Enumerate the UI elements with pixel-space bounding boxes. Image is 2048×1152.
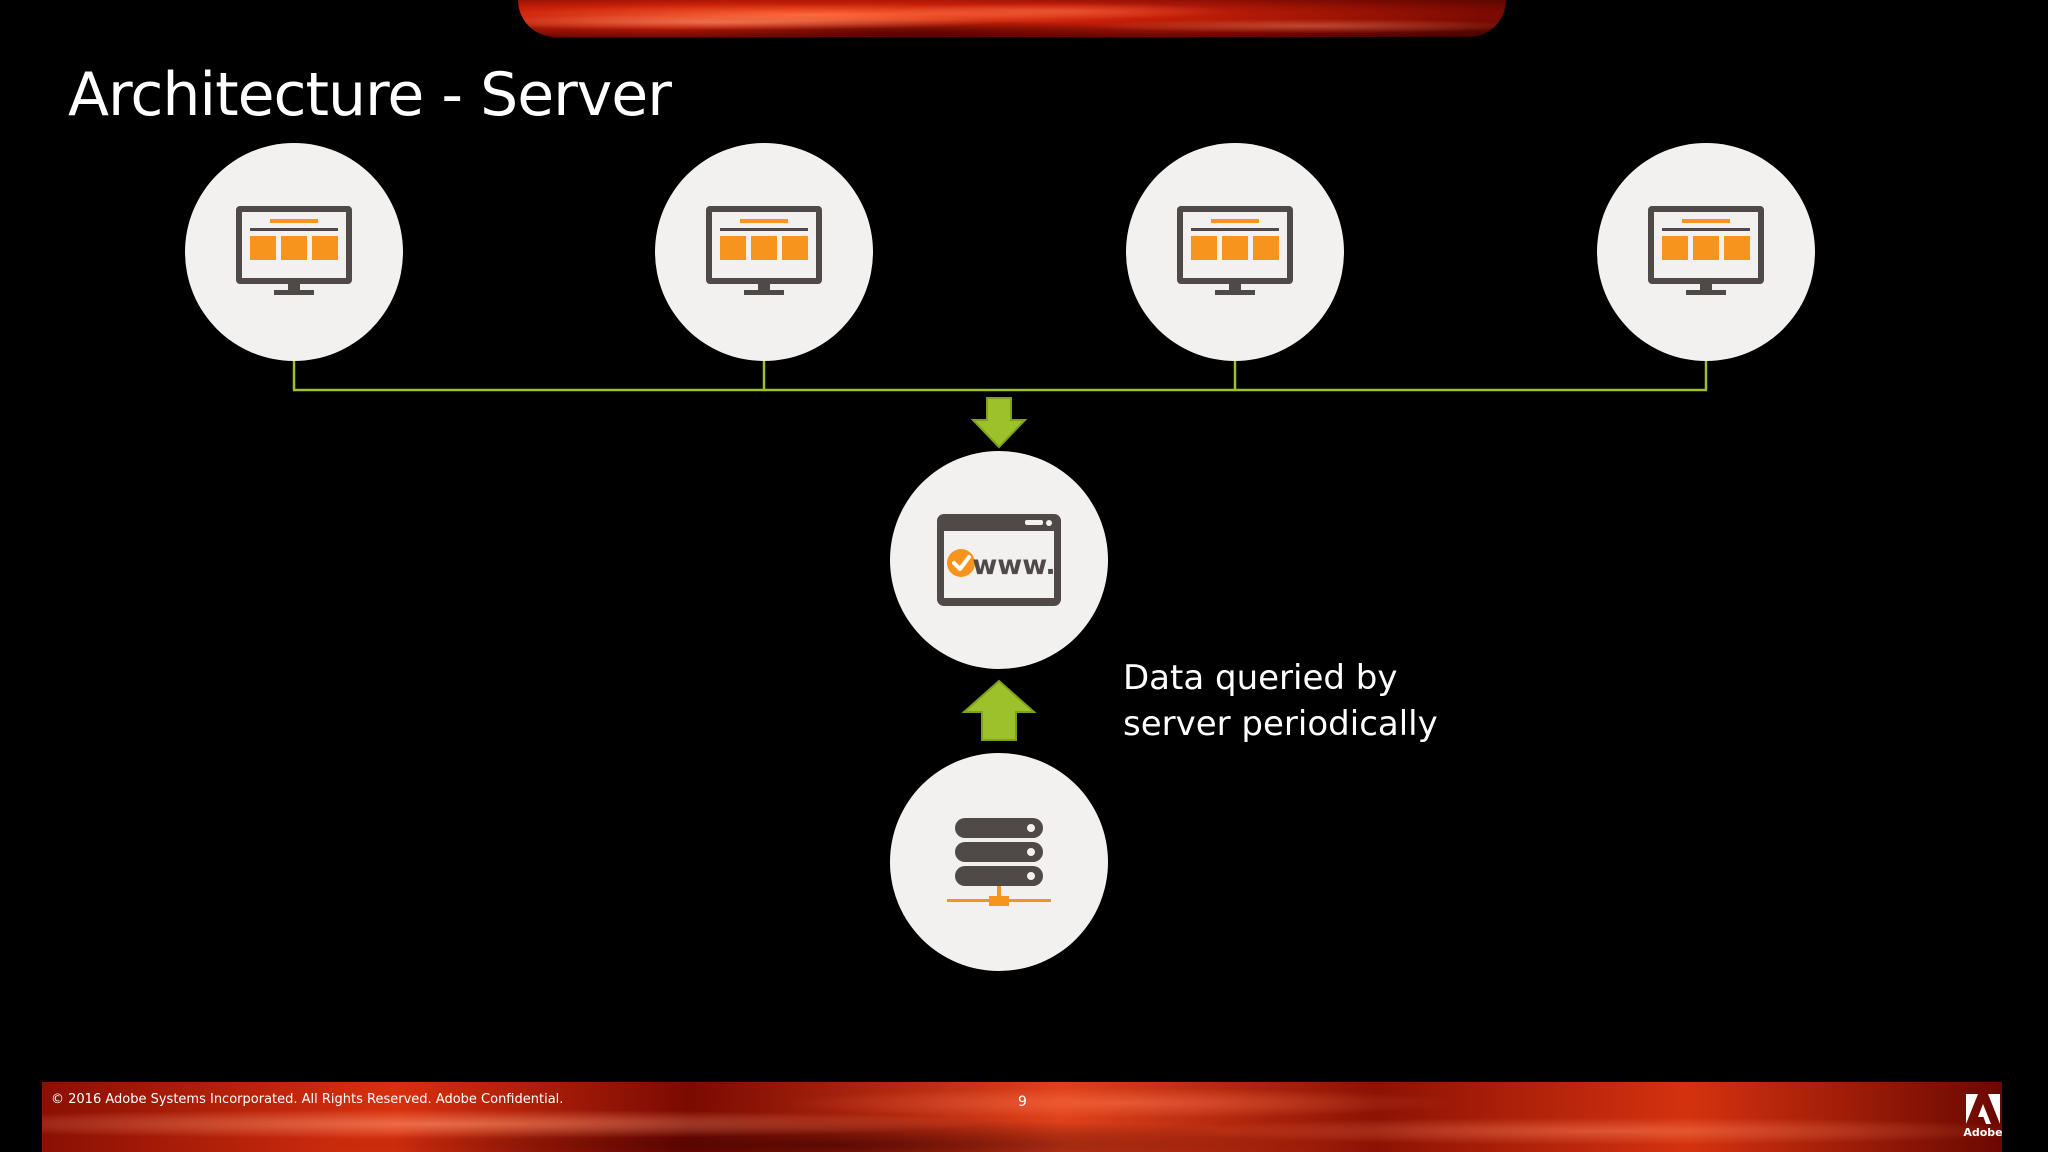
caption-line-2: server periodically xyxy=(1123,704,1438,744)
svg-text:www.: www. xyxy=(972,550,1055,581)
client-node-2 xyxy=(655,143,873,361)
page-number: 9 xyxy=(1018,1094,1027,1110)
monitor-icon xyxy=(706,206,822,295)
caption-line-1: Data queried by xyxy=(1123,658,1398,698)
decorative-top-band xyxy=(518,0,1506,37)
client-node-3 xyxy=(1126,143,1344,361)
monitor-icon xyxy=(1177,206,1293,295)
client-node-1 xyxy=(185,143,403,361)
database-server-icon xyxy=(947,818,1051,906)
client-node-4 xyxy=(1597,143,1815,361)
up-arrow-icon xyxy=(961,679,1037,741)
browser-www-icon: www. xyxy=(937,514,1061,606)
decorative-bottom-band xyxy=(42,1082,2002,1152)
adobe-logo-text: Adobe xyxy=(1963,1126,2003,1139)
monitor-icon xyxy=(1648,206,1764,295)
footer-copyright: © 2016 Adobe Systems Incorporated. All R… xyxy=(51,1092,564,1107)
client-connector-lines xyxy=(292,358,1708,392)
server-caption: Data queried by server periodically xyxy=(1123,655,1438,747)
adobe-logo-icon xyxy=(1966,1094,2000,1124)
down-arrow-icon xyxy=(970,397,1028,449)
monitor-icon xyxy=(236,206,352,295)
slide-title: Architecture - Server xyxy=(68,60,672,130)
database-node xyxy=(890,753,1108,971)
adobe-logo: Adobe xyxy=(1958,1094,2008,1144)
server-node: www. xyxy=(890,451,1108,669)
